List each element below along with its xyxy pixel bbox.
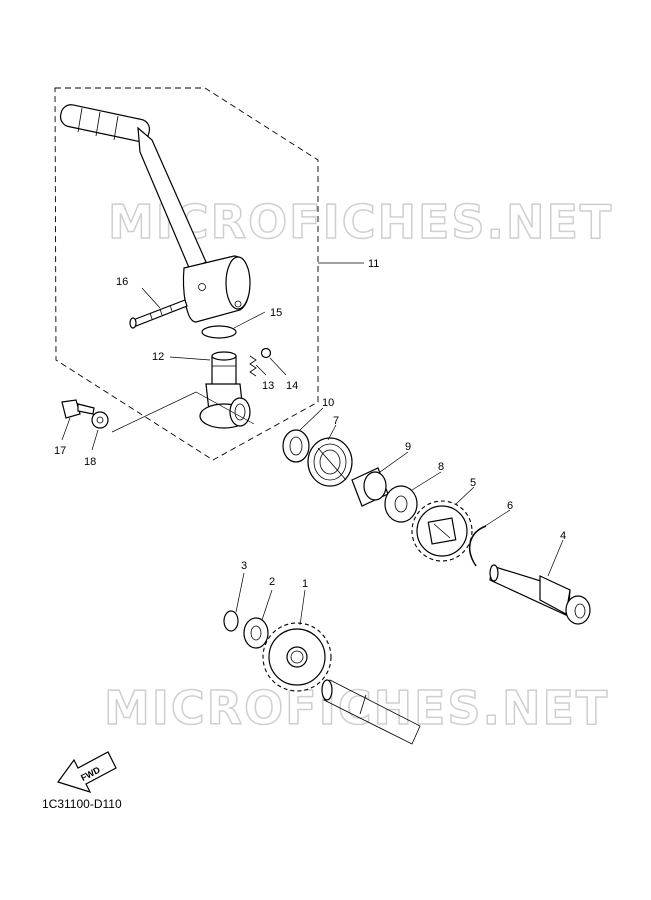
leader-17-18 xyxy=(111,391,255,433)
callout-16: 16 xyxy=(116,276,128,288)
part-4-kick-axle xyxy=(489,564,591,625)
callout-3: 3 xyxy=(241,560,247,572)
part-1-idle-gear xyxy=(262,622,332,692)
kick-lever xyxy=(59,104,251,323)
part-5-kick-gear xyxy=(411,500,473,562)
part-8-washer xyxy=(384,485,418,523)
callout-4: 4 xyxy=(560,530,566,542)
callout-12: 12 xyxy=(152,351,164,363)
part-13-spring xyxy=(249,355,257,377)
part-10-seal xyxy=(282,429,310,463)
callout-15: 15 xyxy=(270,307,282,319)
callout-14: 14 xyxy=(286,380,298,392)
part-3-circlip xyxy=(223,610,239,632)
part-7-torsion-spring xyxy=(307,437,353,487)
callout-7: 7 xyxy=(333,415,339,427)
callout-6: 6 xyxy=(507,500,513,512)
part-16-bolt xyxy=(129,299,188,329)
callout-18: 18 xyxy=(84,456,96,468)
callout-5: 5 xyxy=(470,477,476,489)
callout-9: 9 xyxy=(405,441,411,453)
part-15-o-ring xyxy=(201,325,237,339)
part-17-bolt xyxy=(61,399,95,419)
diagram-code: 1C31100-D110 xyxy=(42,797,122,811)
callout-1: 1 xyxy=(302,578,308,590)
watermark-bottom: MICROFICHES.NET xyxy=(104,681,609,735)
part-9-spacer xyxy=(351,467,389,507)
part-12-kick-boss xyxy=(199,351,251,429)
callout-17: 17 xyxy=(54,445,66,457)
part-18-washer xyxy=(91,411,109,429)
part-2-washer xyxy=(243,617,269,649)
shaft xyxy=(321,679,421,745)
callout-leaders xyxy=(61,262,564,626)
fwd-arrow-icon: FWD xyxy=(57,751,117,793)
callout-2: 2 xyxy=(269,576,275,588)
callout-10: 10 xyxy=(322,397,334,409)
assembly-boundary xyxy=(54,87,319,461)
part-14-ball xyxy=(260,347,272,359)
callout-11: 11 xyxy=(368,258,379,270)
callout-13: 13 xyxy=(262,380,274,392)
callout-8: 8 xyxy=(438,461,444,473)
